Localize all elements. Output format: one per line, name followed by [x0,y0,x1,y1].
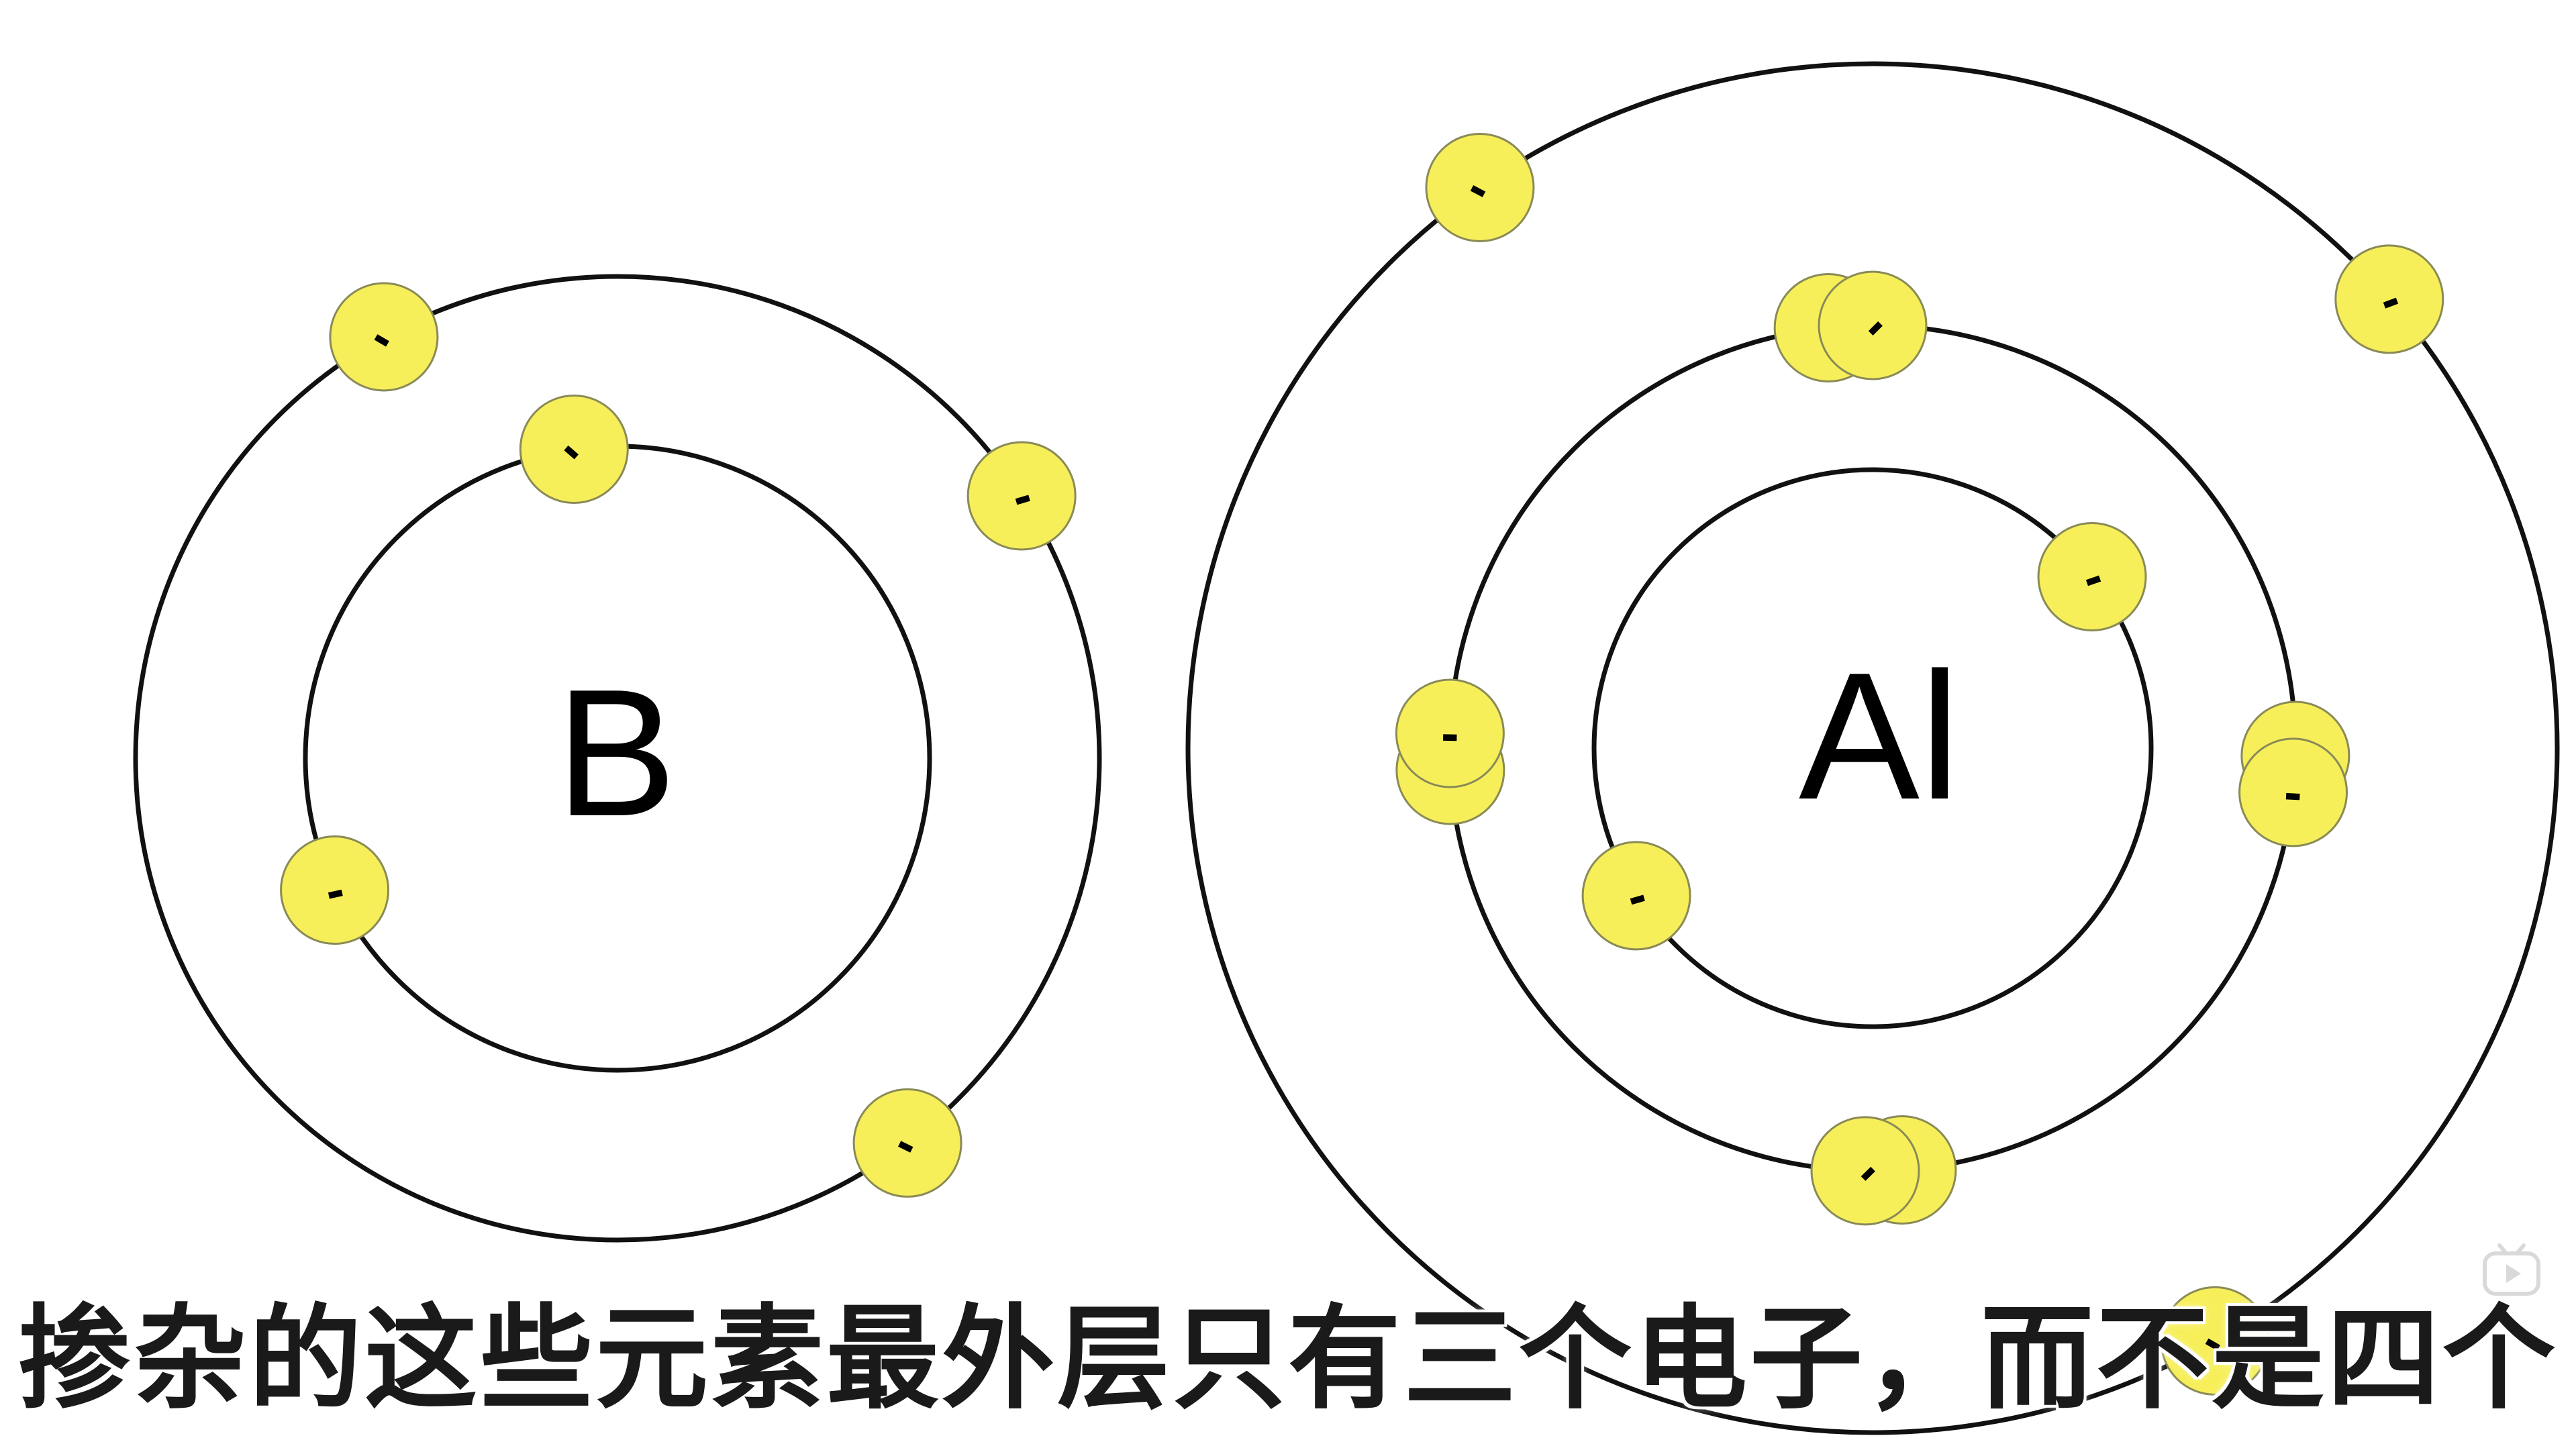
electron-charge-sign: - [1440,703,1459,763]
electron-ball [1818,270,1928,380]
electron-ball [329,282,439,392]
electron: - [329,282,439,392]
electron-ball [2160,1286,2270,1396]
electron-ball [1581,841,1691,951]
electron-ball [852,1088,962,1198]
electron: - [280,835,390,945]
electron-ball [519,395,629,505]
electron: - [2238,737,2348,847]
electron-ball [1395,678,1505,788]
electron-shell-1 [1591,467,2154,1029]
electron: - [1818,270,1928,380]
atom-aluminum: Al------------- [1185,61,2560,1435]
electron: - [519,395,629,505]
bilibili-tv-icon [2483,1243,2540,1296]
electron-ball [2037,522,2147,632]
electron: - [1810,1116,1920,1226]
electron-ball [280,835,390,945]
electron: - [1425,132,1535,242]
electron-charge-sign: - [2283,762,2303,822]
electron: - [2037,522,2147,632]
atom-boron: B----- [133,274,1102,1243]
electron-ball [1810,1116,1920,1226]
electron: - [2334,244,2444,354]
electron-shell-2 [133,274,1102,1243]
electron: - [1581,841,1691,951]
electron-ball [967,441,1077,551]
element-symbol: B [556,652,677,854]
electron: - [967,441,1077,551]
electron-ball [1425,132,1535,242]
electron: - [852,1088,962,1198]
element-symbol: Al [1799,635,1960,837]
electron: - [2160,1286,2270,1396]
electron-ball [2334,244,2444,354]
electron-ball [2238,737,2348,847]
electron: - [1395,678,1505,788]
electron-shell-3 [1185,61,2560,1435]
video-subtitle: 掺杂的这些元素最外层只有三个电子，而不是四个 [16,1291,2558,1427]
